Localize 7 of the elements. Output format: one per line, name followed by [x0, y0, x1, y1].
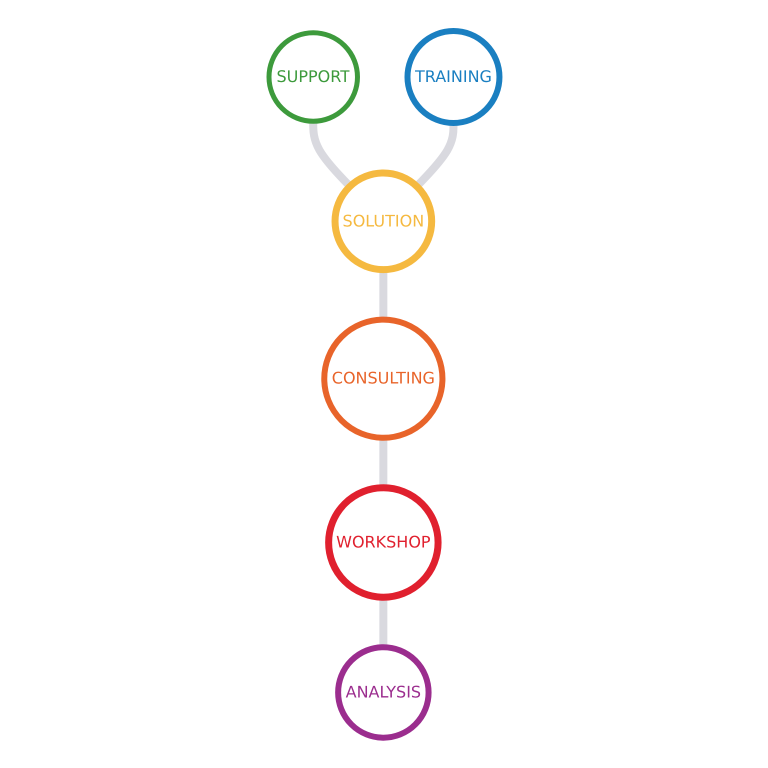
node-circle: SUPPORT	[266, 30, 360, 124]
node-circle: CONSULTING	[321, 316, 446, 440]
connector	[309, 120, 353, 189]
node-circle: SOLUTION	[331, 169, 435, 273]
node-circle: TRAINING	[404, 28, 502, 126]
node-circle: WORKSHOP	[324, 484, 442, 600]
node-circle: ANALYSIS	[334, 644, 432, 740]
